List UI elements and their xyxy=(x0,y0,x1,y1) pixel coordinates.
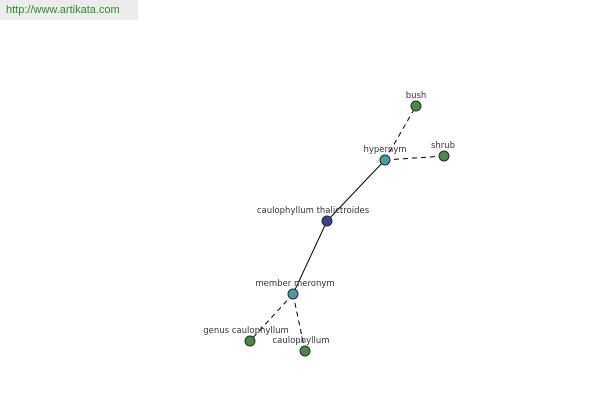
label-caulophyllum: caulophyllum xyxy=(272,336,329,346)
edge-center-member-meronym xyxy=(292,220,328,295)
node-member-meronym[interactable] xyxy=(287,288,299,300)
label-genus-caulophyllum: genus caulophyllum xyxy=(203,326,289,336)
label-member-meronym: member meronym xyxy=(255,279,334,289)
edge-center-hypernym xyxy=(326,159,386,222)
node-caulophyllum-thalictroides[interactable] xyxy=(321,215,333,227)
node-shrub[interactable] xyxy=(438,150,450,162)
node-hypernym[interactable] xyxy=(379,154,391,166)
edge-hypernym-bush xyxy=(384,105,417,161)
edge-meronym-caulophyllum xyxy=(292,293,306,352)
label-bush: bush xyxy=(406,91,427,101)
edge-hypernym-shrub xyxy=(384,155,445,161)
label-hypernym: hypernym xyxy=(363,145,406,155)
node-caulophyllum[interactable] xyxy=(299,345,311,357)
label-shrub: shrub xyxy=(431,141,455,151)
watermark-link[interactable]: http://www.artikata.com xyxy=(0,0,138,20)
edge-meronym-genus-caulophyllum xyxy=(249,293,294,342)
label-caulophyllum-thalictroides: caulophyllum thalictroides xyxy=(257,206,370,216)
node-bush[interactable] xyxy=(410,100,422,112)
node-genus-caulophyllum[interactable] xyxy=(244,335,256,347)
